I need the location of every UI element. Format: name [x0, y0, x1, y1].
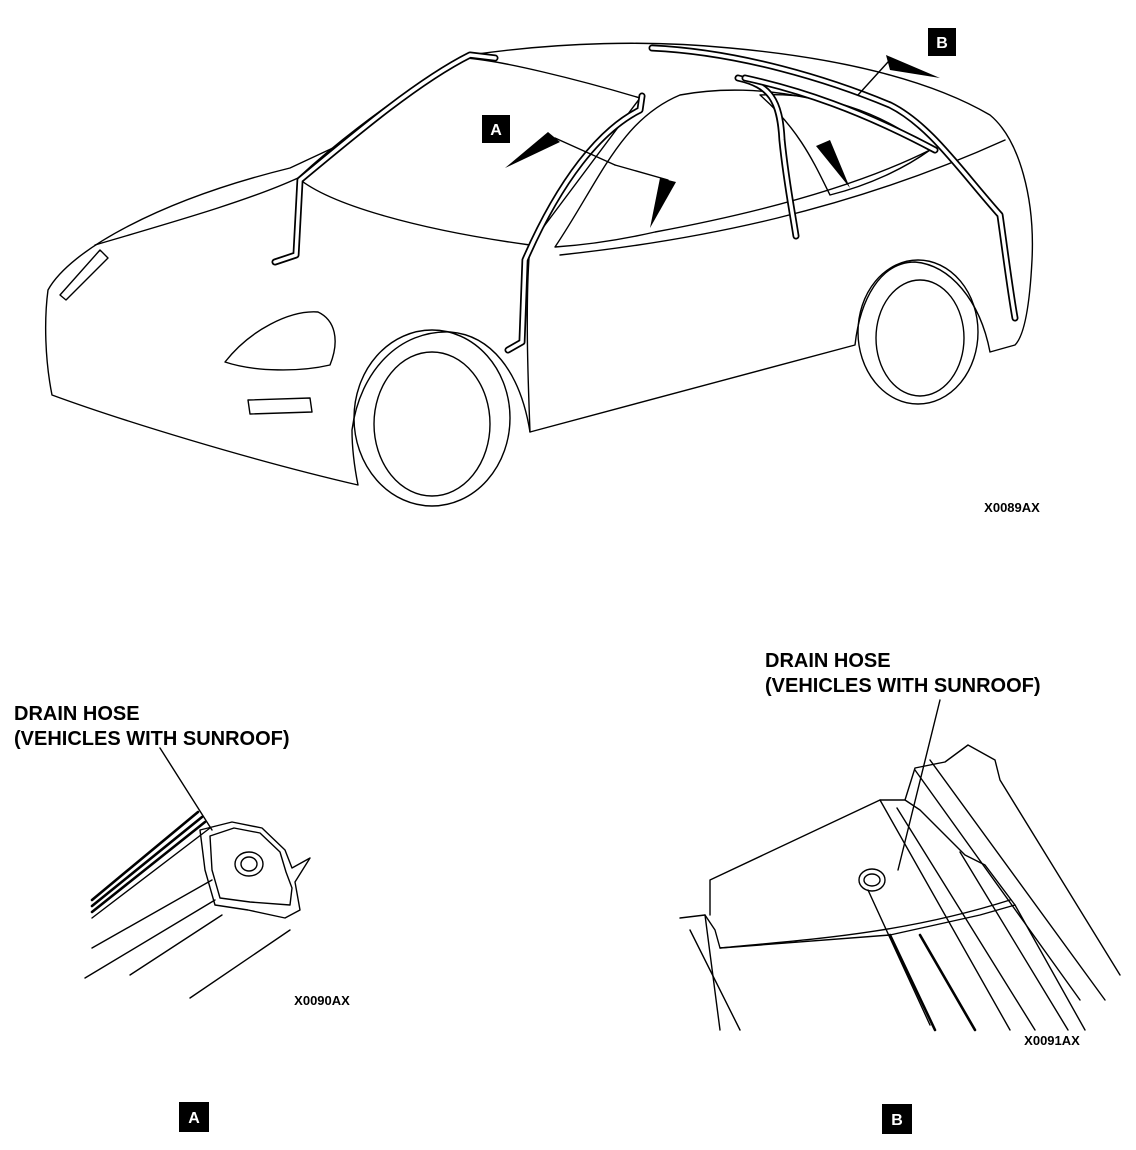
tag-b-detail: B: [882, 1104, 912, 1134]
car-body-outline: [44, 42, 1034, 486]
svg-text:B: B: [891, 1112, 903, 1129]
door-line: [526, 244, 531, 433]
main-figure-ref: X0089AX: [984, 500, 1040, 515]
detail-a-callout-line2: (VEHICLES WITH SUNROOF): [14, 728, 290, 750]
detail-a-illustration: [84, 747, 311, 999]
detail-a-callout-line1: DRAIN HOSE: [14, 703, 140, 725]
tag-b-main: B: [928, 28, 956, 56]
detail-b-figure-ref: X0091AX: [1024, 1033, 1080, 1048]
headlight: [224, 311, 336, 371]
svg-text:A: A: [490, 122, 502, 139]
detail-b-callout-line1: DRAIN HOSE: [765, 650, 891, 672]
svg-text:B: B: [936, 35, 948, 52]
front-light: [59, 249, 109, 301]
detail-b-callout-line2: (VEHICLES WITH SUNROOF): [765, 675, 1041, 697]
drain-hoses: [271, 44, 1019, 354]
detail-b-illustration: [679, 699, 1121, 1032]
car-illustration: [44, 42, 1034, 507]
detail-a-figure-ref: X0090AX: [294, 993, 350, 1008]
hood-line: [94, 177, 299, 246]
belt-line: [559, 139, 1006, 256]
tag-a-main: A: [482, 115, 510, 143]
side-window: [554, 89, 931, 248]
view-arrows: [505, 55, 940, 228]
svg-text:A: A: [188, 1110, 200, 1127]
rear-wheel: [857, 259, 979, 405]
front-wheel: [353, 329, 511, 507]
tag-a-detail: A: [179, 1102, 209, 1132]
marker-light: [247, 397, 313, 415]
